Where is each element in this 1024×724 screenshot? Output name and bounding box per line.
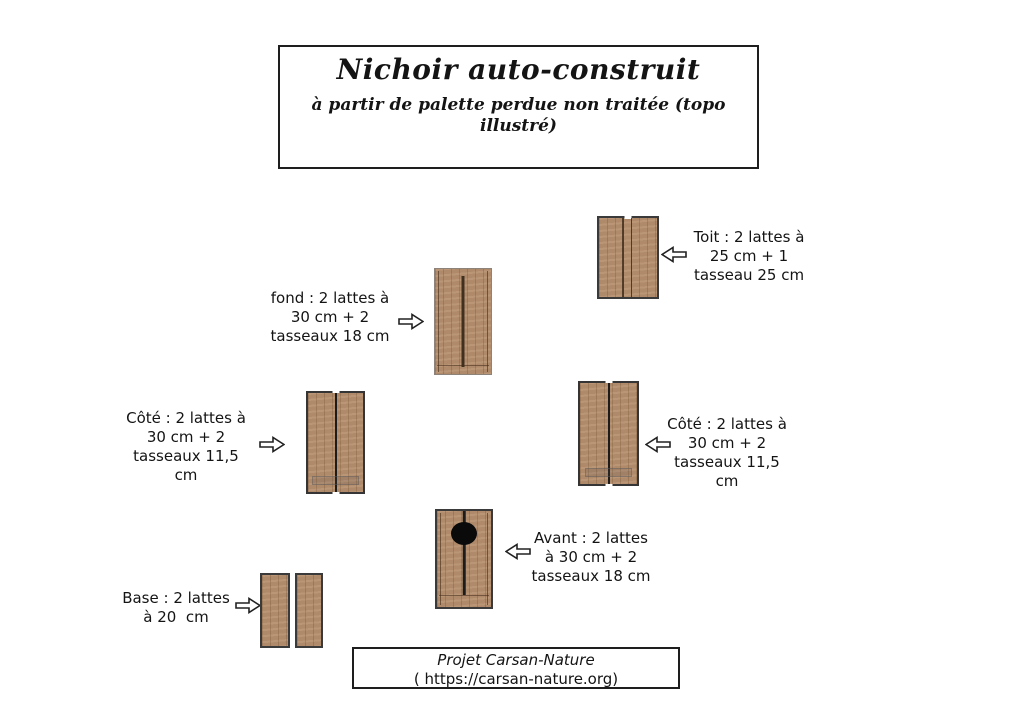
arrow-left-icon [505,543,531,560]
fond-plank-drawing [434,268,492,375]
plank-groove [461,276,465,367]
page-title: Nichoir auto-construit [336,53,701,86]
plank-edge-line [487,271,488,372]
plank-notch [332,492,339,495]
plank-joint-line [437,364,489,366]
plank-edge-line [487,513,488,605]
footer-box: Projet Carsan-Nature ( https://carsan-na… [352,647,680,689]
label-fond: fond : 2 lattes à 30 cm + 2 tasseaux 18 … [270,289,390,345]
toit-plank-drawing [597,216,659,299]
arrow-left-icon [645,436,671,453]
arrow-right-icon [235,597,261,614]
arrow-right-icon [259,436,285,453]
plank-joint-line [439,594,489,596]
plank-seam [622,218,624,297]
plank-edge-line [438,271,439,372]
title-box: Nichoir auto-construit à partir de palet… [278,45,759,169]
label-toit: Toit : 2 lattes à 25 cm + 1 tasseau 25 c… [693,228,805,284]
plank-groove [462,511,466,596]
plank-notch [605,484,612,487]
label-cote-gauche: Côté : 2 lattes à 30 cm + 2 tasseaux 11,… [126,409,246,484]
plank-notch [605,380,612,383]
label-avant: Avant : 2 lattes à 30 cm + 2 tasseaux 18… [531,529,651,585]
plank-edge-line [440,513,441,605]
project-name: Projet Carsan-Nature [437,651,595,669]
plank-seam [334,392,337,493]
entrance-hole [451,522,477,545]
tasseau-band [312,476,359,486]
tasseau-band [584,467,633,477]
base-plank-drawing [295,573,323,648]
cote-gauche-plank-drawing [306,390,365,495]
base-plank-drawing [260,573,290,648]
plank-seam [607,382,610,485]
plank-notch [624,216,632,219]
cote-droit-plank-drawing [578,380,639,487]
project-url: ( https://carsan-nature.org) [413,670,619,688]
plank-seam [630,218,633,297]
arrow-left-icon [661,246,687,263]
label-cote-droit: Côté : 2 lattes à 30 cm + 2 tasseaux 11,… [667,415,787,490]
avant-plank-drawing [435,509,493,609]
page-subtitle: à partir de palette perdue non traitée (… [311,95,726,136]
plank-notch [332,390,339,393]
label-base: Base : 2 lattes à 20 cm [122,589,230,626]
arrow-right-icon [398,313,424,330]
